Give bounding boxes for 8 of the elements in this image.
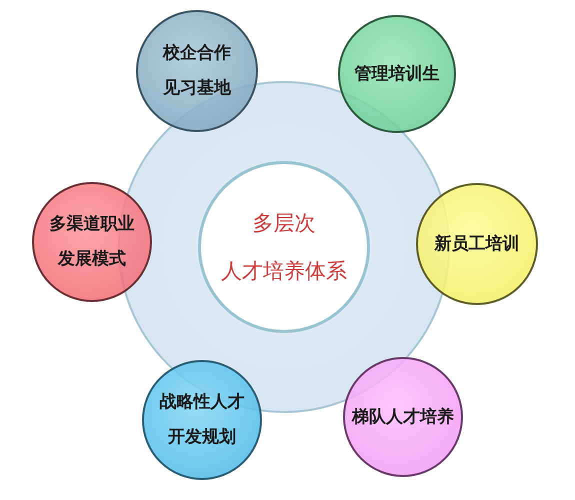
topic-label: 梯队人才培养 bbox=[350, 406, 455, 428]
topic-label: 管理培训生 bbox=[354, 62, 440, 86]
center-label: 人才培养体系 bbox=[221, 258, 347, 285]
topic-label: 战略性人才开发规划 bbox=[158, 391, 246, 449]
topic-label: 多渠道职业发展模式 bbox=[48, 213, 136, 271]
center-label: 多层次 bbox=[252, 210, 316, 237]
topic-label: 新员工培训 bbox=[433, 232, 520, 256]
topic-label: 校企合作见习基地 bbox=[162, 42, 232, 100]
